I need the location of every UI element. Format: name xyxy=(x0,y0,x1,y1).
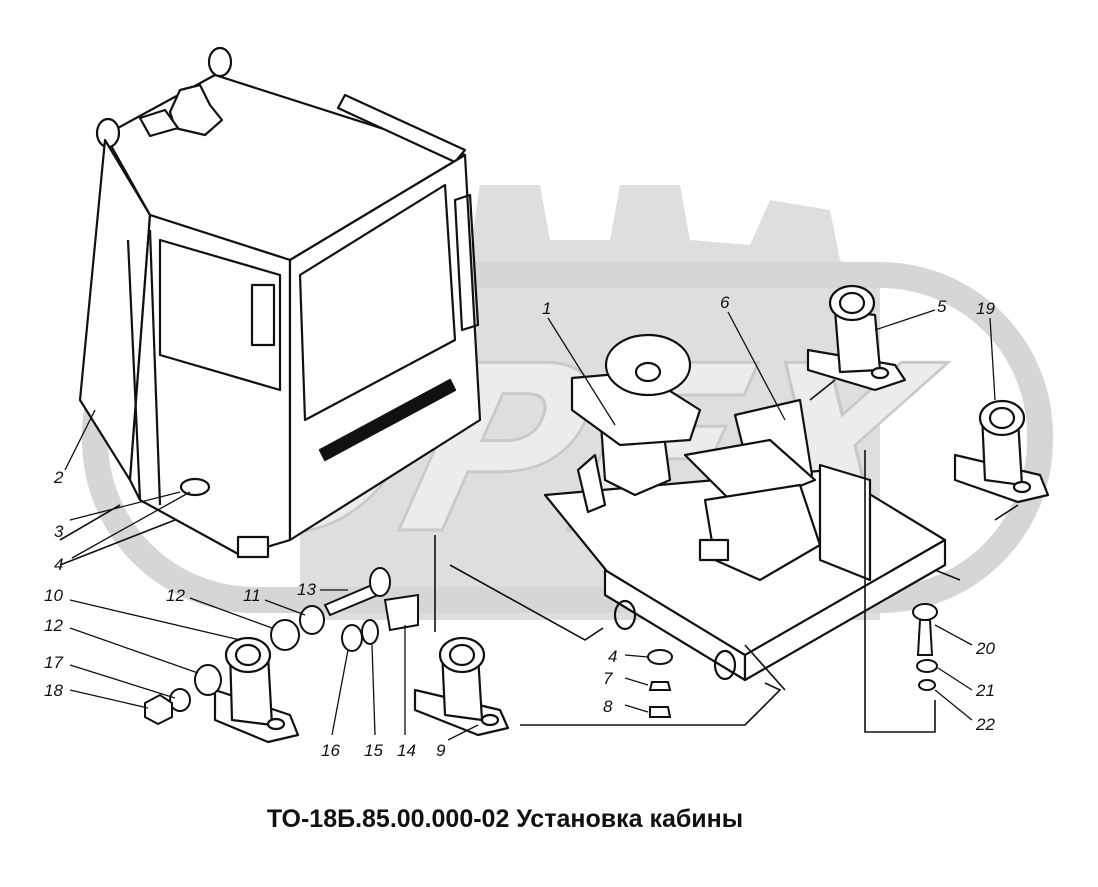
bushing-11 xyxy=(299,605,325,635)
frame-boss-left xyxy=(613,599,637,631)
callout-8: 8 xyxy=(603,697,613,716)
cabin-assembly xyxy=(78,46,482,559)
callout-labels: 1 2 3 4 4 5 6 7 8 9 10 11 12 12 13 14 15… xyxy=(44,293,995,760)
bracket-19 xyxy=(953,399,1050,504)
leader-lines xyxy=(64,309,996,741)
callout-13: 13 xyxy=(297,580,316,599)
leader-21 xyxy=(937,667,973,691)
leader-19 xyxy=(989,317,996,401)
bolt-13-head xyxy=(369,567,391,597)
callout-4b: 4 xyxy=(608,647,617,666)
callout-16: 16 xyxy=(321,741,340,760)
leader-7 xyxy=(624,677,649,686)
callout-5: 5 xyxy=(937,297,947,316)
bracket-10 xyxy=(213,636,300,744)
leader-20 xyxy=(934,624,973,646)
leader-4b xyxy=(624,654,649,658)
cabin-beacon xyxy=(168,83,224,137)
diagram-caption: ТО-18Б.85.00.000-02 Установка кабины xyxy=(266,805,744,833)
callout-21: 21 xyxy=(975,681,995,700)
bolt-20 xyxy=(916,619,934,656)
frame-boss-right xyxy=(713,649,737,681)
nut-8 xyxy=(649,706,672,718)
leader-2 xyxy=(64,409,96,471)
cabin-lamp-left xyxy=(95,117,121,149)
washer-4 xyxy=(647,649,673,665)
fasteners xyxy=(144,567,938,726)
callout-9: 9 xyxy=(436,741,446,760)
cabin-beacon-bracket xyxy=(138,108,180,138)
bushing-12-upper xyxy=(270,619,300,651)
callout-22: 22 xyxy=(975,715,995,734)
callout-15: 15 xyxy=(364,741,383,760)
callout-6: 6 xyxy=(720,293,730,312)
callout-12b: 12 xyxy=(44,616,63,635)
cabin-mirror xyxy=(250,283,276,347)
nut-7 xyxy=(648,681,672,691)
cabin-mount-hole xyxy=(179,477,211,497)
leader-3 xyxy=(69,491,181,521)
callout-1: 1 xyxy=(542,299,551,318)
support-brackets xyxy=(213,284,1050,744)
leader-17 xyxy=(69,664,176,699)
callout-20: 20 xyxy=(975,639,995,658)
leader-5 xyxy=(874,309,936,331)
leader-12a xyxy=(189,597,273,629)
leader-10 xyxy=(69,599,241,641)
frame-assembly xyxy=(543,333,947,682)
frame-block xyxy=(698,538,730,562)
bracket-5 xyxy=(806,284,907,392)
callout-19: 19 xyxy=(976,299,995,318)
washer-15 xyxy=(361,619,379,645)
callout-4a: 4 xyxy=(54,555,63,574)
leader-12b xyxy=(69,627,199,674)
washer-21 xyxy=(916,659,938,673)
cabin-front-pillar xyxy=(126,229,162,506)
steering-wheel xyxy=(604,333,692,397)
bushing-12-lower xyxy=(194,664,222,696)
bolt-20-head xyxy=(912,603,938,621)
leader-6 xyxy=(727,311,786,421)
cabin-front-window xyxy=(158,238,282,392)
washer-16 xyxy=(341,624,363,652)
callout-17: 17 xyxy=(44,653,63,672)
cabin-side-handle xyxy=(453,193,480,332)
cabin-lamp-right xyxy=(207,46,233,78)
cabin-step xyxy=(236,535,270,559)
callout-3: 3 xyxy=(54,522,64,541)
leader-16 xyxy=(331,649,349,736)
washer-17 xyxy=(169,688,191,712)
callout-2: 2 xyxy=(53,468,64,487)
frame-rear-post xyxy=(818,463,872,582)
leader-9 xyxy=(447,724,479,741)
callout-11: 11 xyxy=(243,586,261,605)
callout-12a: 12 xyxy=(166,586,185,605)
washer-22 xyxy=(918,679,936,691)
nut-18 xyxy=(144,693,173,726)
bolt-14 xyxy=(383,593,419,632)
leader-4a xyxy=(71,491,191,559)
leader-22 xyxy=(934,689,973,721)
cabin-door-handle xyxy=(318,378,457,462)
pedal xyxy=(576,453,607,514)
leader-18 xyxy=(69,689,149,709)
assembly-lines xyxy=(59,379,1019,733)
callout-18: 18 xyxy=(44,681,63,700)
leader-1 xyxy=(547,317,616,426)
frame-right-beam xyxy=(743,538,947,682)
cabin-side-window xyxy=(298,183,457,422)
callout-14: 14 xyxy=(397,741,416,760)
watermark-oval xyxy=(82,262,1053,613)
leader-11 xyxy=(264,599,306,616)
leader-8 xyxy=(624,704,649,713)
steering-hub xyxy=(634,361,662,383)
callout-10: 10 xyxy=(44,586,63,605)
bracket-9 xyxy=(413,636,510,737)
callout-7: 7 xyxy=(603,669,613,688)
leader-15 xyxy=(371,644,376,736)
